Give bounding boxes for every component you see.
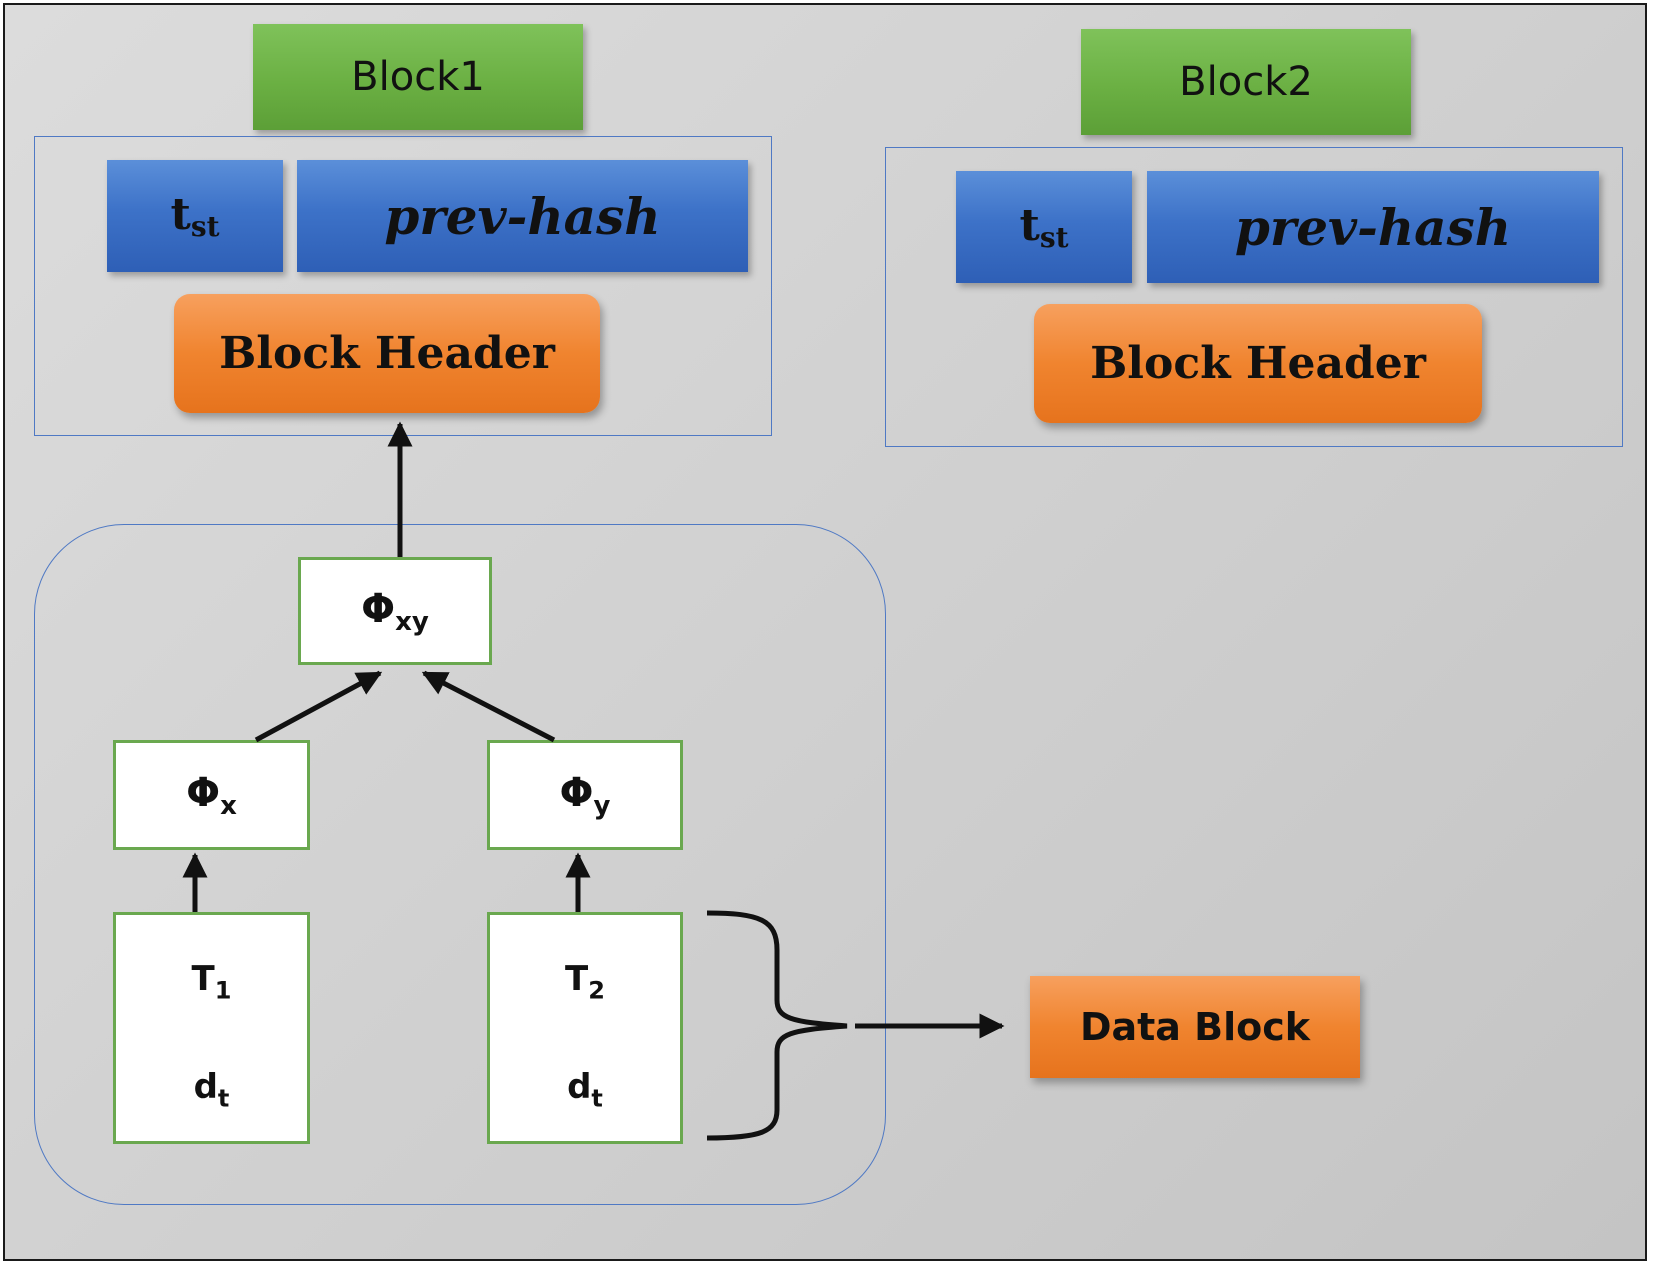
node-phi-x-text: Φx	[186, 769, 237, 821]
leaf-transaction-2: T2 dt	[487, 912, 683, 1144]
block1-header-text: Block Header	[219, 328, 555, 379]
block2-prev-hash-text: prev-hash	[1234, 197, 1512, 257]
leaf-transaction-1: T1 dt	[113, 912, 310, 1144]
block1-tst: tst	[107, 160, 283, 272]
block1-prev-hash: prev-hash	[297, 160, 748, 272]
node-phi-y: Φy	[487, 740, 683, 850]
merkle-tree-container	[34, 524, 886, 1205]
block1-header: Block Header	[174, 294, 600, 413]
node-phi-x: Φx	[113, 740, 310, 850]
curly-brace	[706, 910, 848, 1141]
block1-tst-text: tst	[170, 189, 220, 243]
node-phi-y-text: Φy	[559, 769, 611, 821]
block2-label: Block2	[1081, 29, 1411, 135]
block1-label: Block1	[253, 24, 583, 130]
block2-tst-text: tst	[1019, 200, 1069, 254]
leaf-1-tx-text: T1	[191, 959, 232, 1005]
leaf-2-tx-text: T2	[565, 959, 605, 1005]
leaf-1-tx: T1	[116, 957, 307, 1007]
block2-container	[885, 147, 1623, 447]
block2-prev-hash: prev-hash	[1147, 171, 1599, 283]
block2-header: Block Header	[1034, 304, 1482, 423]
data-block: Data Block	[1030, 976, 1360, 1078]
arrow-phi-x-to-root	[254, 670, 383, 743]
data-block-text: Data Block	[1079, 1005, 1311, 1049]
block2-tst: tst	[956, 171, 1132, 283]
leaf-2-tx: T2	[490, 957, 680, 1007]
leaf-2-dt: dt	[490, 1065, 680, 1115]
leaf-1-dt: dt	[116, 1065, 307, 1115]
node-phi-xy: Φxy	[298, 557, 492, 665]
node-phi-xy-text: Φxy	[361, 585, 429, 637]
block2-header-text: Block Header	[1090, 338, 1426, 389]
block1-prev-hash-text: prev-hash	[384, 186, 661, 246]
block1-label-text: Block1	[351, 54, 485, 100]
arrow-phi-y-to-root	[421, 670, 556, 743]
leaf-1-dt-text: dt	[193, 1067, 230, 1113]
block2-label-text: Block2	[1179, 59, 1313, 105]
leaf-2-dt-text: dt	[567, 1067, 603, 1113]
